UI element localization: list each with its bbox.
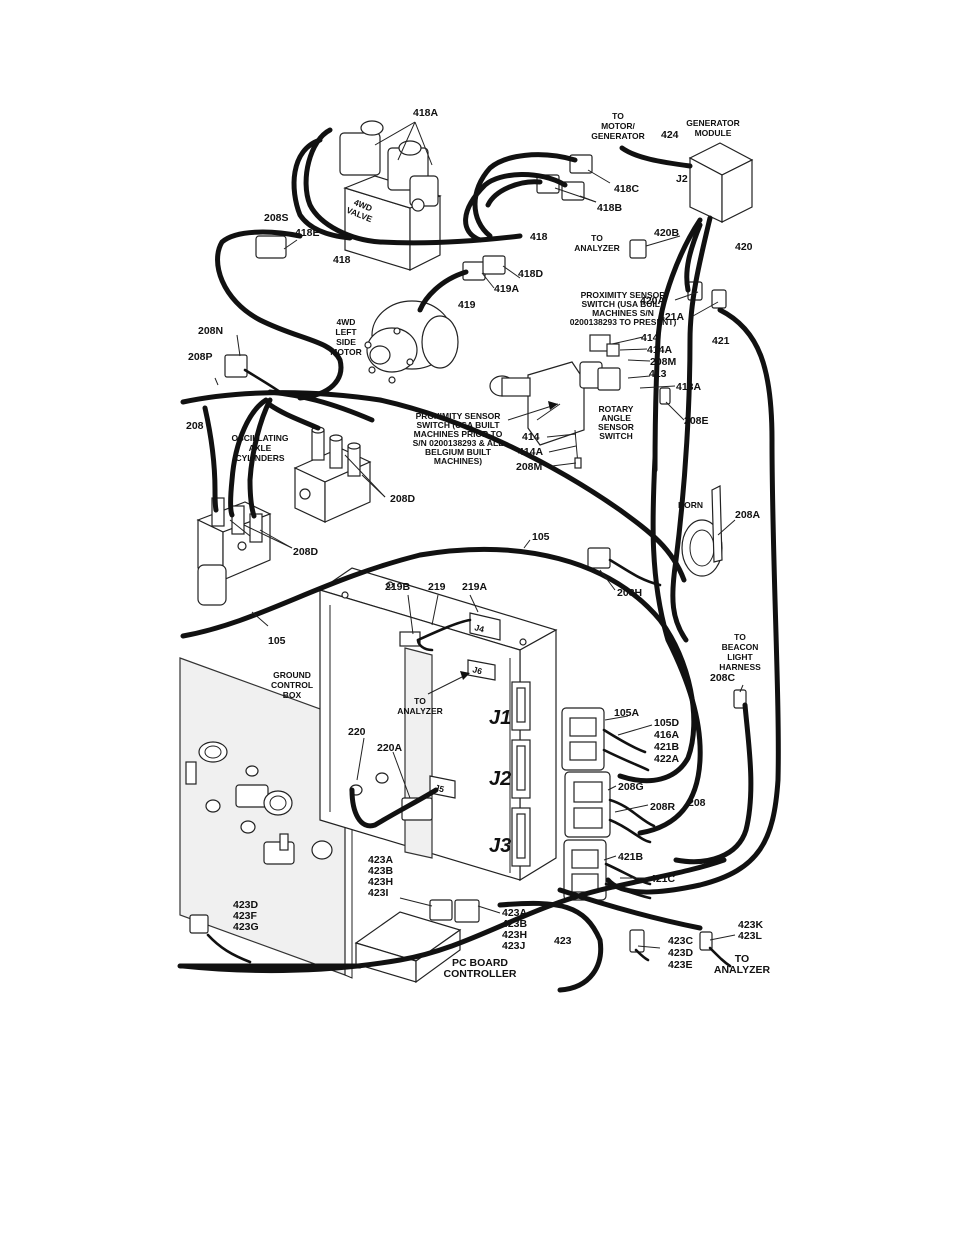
label-208D-lower: 208D bbox=[293, 546, 319, 558]
label-420: 420 bbox=[735, 241, 753, 253]
label-421A: 421A bbox=[659, 311, 685, 323]
label-420B: 420B bbox=[654, 227, 680, 239]
label-418A: 418A bbox=[413, 107, 439, 119]
key-switch-icon bbox=[185, 741, 228, 785]
label-418: 418 bbox=[530, 231, 548, 243]
label-j6: J6 bbox=[471, 664, 483, 676]
label-418B: 418B bbox=[597, 202, 623, 214]
label-418D: 418D bbox=[518, 268, 544, 280]
label-420A: 420A bbox=[640, 295, 666, 307]
label-414A-lower: 414A bbox=[518, 446, 544, 458]
label-421C: 421C bbox=[650, 873, 676, 885]
generator-module bbox=[688, 142, 754, 223]
label-208E: 208E bbox=[684, 415, 709, 427]
label-219A: 219A bbox=[462, 581, 488, 593]
label-220: 220 bbox=[348, 726, 366, 738]
label-220A: 220A bbox=[377, 742, 403, 754]
4wd-valve bbox=[339, 120, 442, 271]
label-418-lower: 418 bbox=[333, 254, 351, 266]
wire-harness bbox=[177, 127, 781, 993]
label-414-lower: 414 bbox=[522, 431, 540, 443]
label-413: 413 bbox=[649, 368, 667, 380]
connector-105A bbox=[561, 707, 605, 771]
j2-socket bbox=[511, 739, 531, 799]
label-208N: 208N bbox=[198, 325, 223, 337]
label-j5: J5 bbox=[433, 782, 445, 794]
label-j4: J4 bbox=[473, 622, 485, 634]
label-208A: 208A bbox=[735, 509, 761, 521]
label-424: 424 bbox=[661, 129, 679, 141]
label-208D: 208D bbox=[390, 493, 416, 505]
label-419: 419 bbox=[458, 299, 476, 311]
label-208-lower: 208 bbox=[688, 797, 706, 809]
label-208M-lower: 208M bbox=[516, 461, 543, 473]
label-419A: 419A bbox=[494, 283, 520, 295]
label-418C: 418C bbox=[614, 183, 640, 195]
ground-control-box-door bbox=[179, 657, 353, 979]
connector-208G bbox=[564, 771, 611, 838]
label-j1: J1 bbox=[489, 707, 511, 729]
label-208R: 208R bbox=[650, 801, 676, 813]
label-219B: 219B bbox=[385, 581, 411, 593]
label-208G: 208G bbox=[618, 781, 644, 793]
arrows bbox=[427, 401, 559, 695]
j1-socket bbox=[511, 681, 531, 731]
label-j3: J3 bbox=[489, 835, 511, 857]
label-414: 414 bbox=[641, 332, 659, 344]
label-418E: 418E bbox=[295, 227, 320, 239]
emergency-stop-icon bbox=[235, 784, 293, 816]
j3-socket bbox=[511, 807, 531, 867]
label-horn: HORN bbox=[678, 500, 703, 510]
ground-control-box-body bbox=[318, 567, 558, 882]
rotary-angle-sensor bbox=[579, 334, 621, 391]
label-208C: 208C bbox=[710, 672, 736, 684]
4wd-motor bbox=[364, 300, 459, 384]
label-208M: 208M bbox=[650, 356, 677, 368]
toggle-switch-icon bbox=[263, 833, 295, 865]
label-414A: 414A bbox=[647, 344, 673, 356]
label-105-lower: 105 bbox=[268, 635, 286, 647]
label-219: 219 bbox=[428, 581, 446, 593]
horn-icon bbox=[681, 485, 723, 577]
leader-lines bbox=[214, 121, 744, 949]
label-105A: 105A bbox=[614, 707, 640, 719]
label-421: 421 bbox=[712, 335, 730, 347]
label-208P: 208P bbox=[188, 351, 213, 363]
label-j2: J2 bbox=[489, 768, 511, 790]
connector-421B bbox=[563, 839, 607, 901]
label-208: 208 bbox=[186, 420, 204, 432]
label-208H: 208H bbox=[617, 587, 642, 599]
label-423: 423 bbox=[554, 935, 572, 947]
axle-cylinder-right bbox=[293, 426, 372, 523]
label-j2-generator: J2 bbox=[676, 173, 688, 185]
label-421B: 421B bbox=[618, 851, 644, 863]
label-105: 105 bbox=[532, 531, 550, 543]
axle-cylinder-left bbox=[196, 497, 272, 606]
label-413A: 413A bbox=[676, 381, 702, 393]
label-208S: 208S bbox=[264, 212, 289, 224]
